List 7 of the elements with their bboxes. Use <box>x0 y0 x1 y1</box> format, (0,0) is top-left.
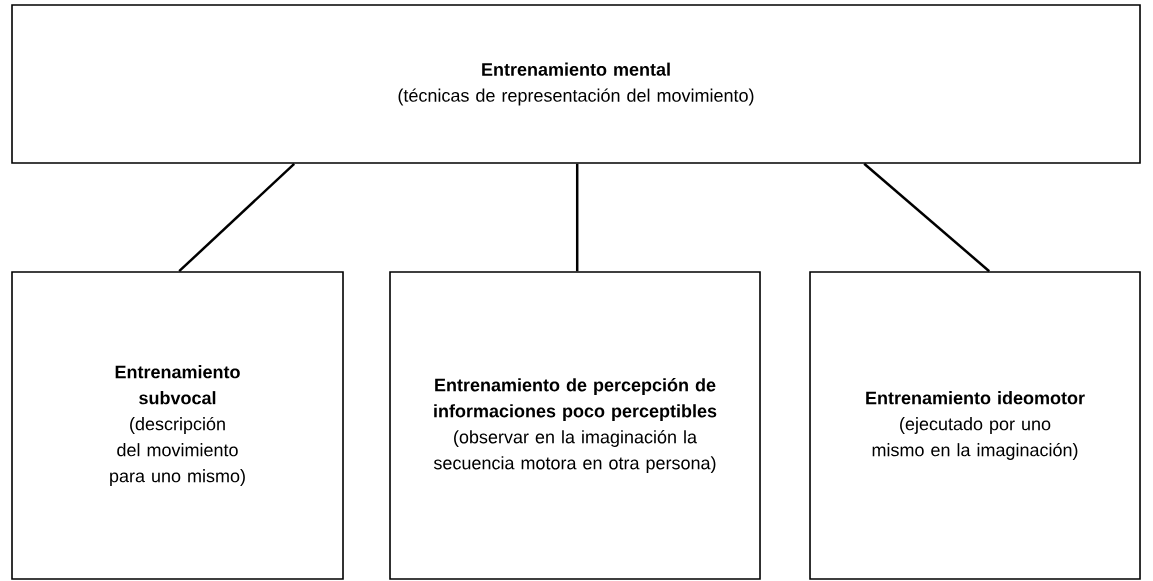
connector-line <box>178 162 296 273</box>
connector-line <box>863 162 991 273</box>
text-box: Entrenamiento subvocal (descripción del movimiento para uno mismo) <box>11 271 344 580</box>
text-box: Entrenamiento de percepción de informaciones poco perceptibles (observar en la imaginación la secuencia motora en otra persona) <box>389 271 761 580</box>
connector-line <box>575 163 579 272</box>
text-box: Entrenamiento mental (técnicas de representación del movimiento) <box>11 4 1141 164</box>
text-box: Entrenamiento ideomotor (ejecutado por uno mismo en la imaginación) <box>809 271 1141 580</box>
